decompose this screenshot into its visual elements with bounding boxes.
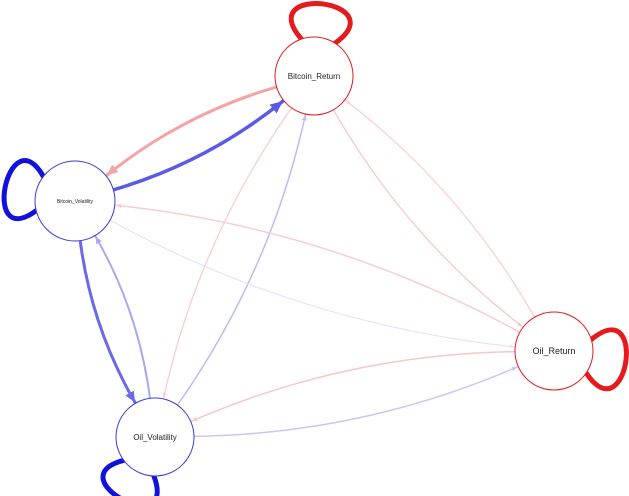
edge-oil-return-to-oil-volatility [190, 350, 516, 422]
node-oil-return-circle [514, 311, 594, 391]
node-bitcoin-volatility-circle [34, 160, 116, 242]
edge-layer [78, 85, 536, 438]
node-oil-volatility-circle [115, 397, 195, 477]
self-loop-oil-return [583, 327, 629, 392]
node-bitcoin-volatility[interactable]: Bitcoin_Volatility [34, 160, 116, 242]
self-loop-bitcoin-volatility [1, 158, 46, 221]
node-bitcoin-return-circle [274, 36, 354, 116]
node-bitcoin-volatility-label: Bitcoin_Volatility [57, 199, 94, 205]
node-oil-volatility-label: Oil_Volatility [133, 433, 177, 442]
edge-bitcoin-volatility-to-oil-volatility [78, 239, 137, 404]
edge-bitcoin-volatility-to-oil-return [109, 219, 515, 349]
edge-oil-volatility-to-oil-return [193, 366, 519, 438]
edge-bitcoin-return-to-bitcoin-volatility [105, 85, 279, 177]
self-loop-bitcoin-return [288, 1, 353, 46]
edge-bitcoin-return-to-oil-volatility [162, 107, 293, 399]
self-loop-oil-volatility [100, 457, 160, 496]
edge-oil-return-to-bitcoin-return [345, 99, 536, 318]
edge-bitcoin-volatility-to-bitcoin-return [111, 99, 285, 192]
node-oil-return[interactable]: Oil_Return [514, 311, 594, 391]
node-bitcoin-return[interactable]: Bitcoin_Return [274, 36, 354, 116]
edge-bitcoin-return-to-oil-return [332, 109, 523, 328]
node-oil-volatility[interactable]: Oil_Volatility [115, 397, 195, 477]
node-bitcoin-return-label: Bitcoin_Return [288, 72, 340, 81]
edge-oil-volatility-to-bitcoin-return [176, 114, 307, 406]
node-oil-return-label: Oil_Return [532, 346, 575, 356]
edge-oil-return-to-bitcoin-volatility [115, 203, 521, 334]
edge-oil-volatility-to-bitcoin-volatility [94, 235, 151, 400]
